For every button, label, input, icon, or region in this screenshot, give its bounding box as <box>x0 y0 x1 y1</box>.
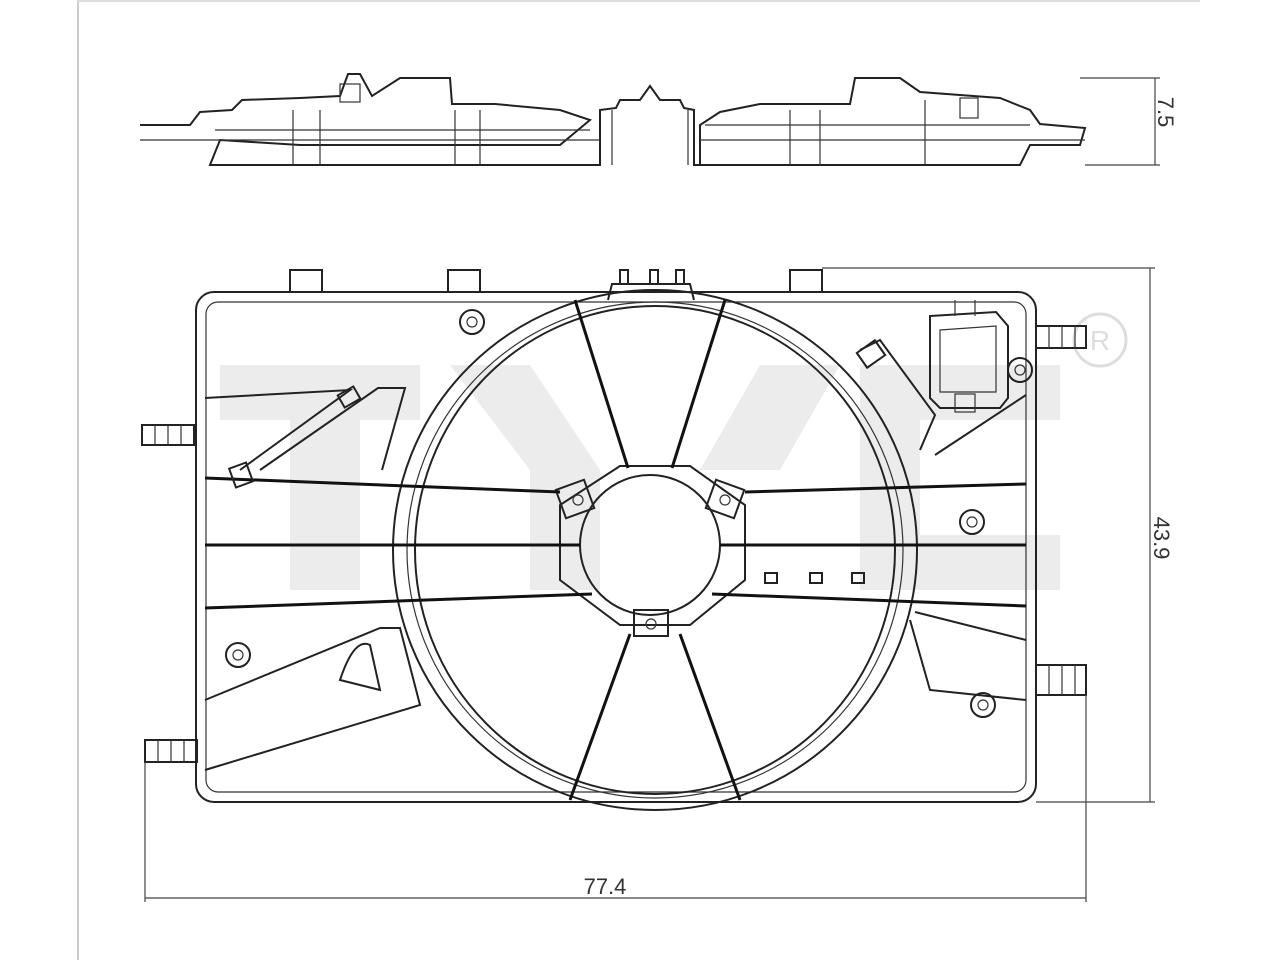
height-dimension-label: 43.9 <box>1149 517 1174 560</box>
side-view <box>140 73 1087 166</box>
left-ribs <box>204 385 422 771</box>
svg-text:R: R <box>1090 325 1110 356</box>
depth-dimension: 7.5 <box>1080 77 1178 166</box>
registered-mark-icon: R <box>1072 312 1128 368</box>
right-ribs <box>855 338 1027 701</box>
width-dimension: 77.4 <box>144 695 1087 902</box>
front-view <box>141 269 1087 811</box>
height-dimension: 43.9 <box>822 267 1174 803</box>
fan-ring-outer <box>392 289 918 811</box>
width-dimension-label: 77.4 <box>584 874 627 899</box>
fan-ring-inner <box>414 305 896 795</box>
depth-dimension-label: 7.5 <box>1153 97 1178 128</box>
side-mounting-clips <box>141 325 1087 763</box>
shroud-spokes <box>204 299 1027 801</box>
mounting-bosses <box>225 309 1033 718</box>
top-mounting-clips <box>289 269 823 301</box>
watermark-logo <box>220 365 1060 590</box>
electrical-connector-housing <box>929 300 1009 413</box>
